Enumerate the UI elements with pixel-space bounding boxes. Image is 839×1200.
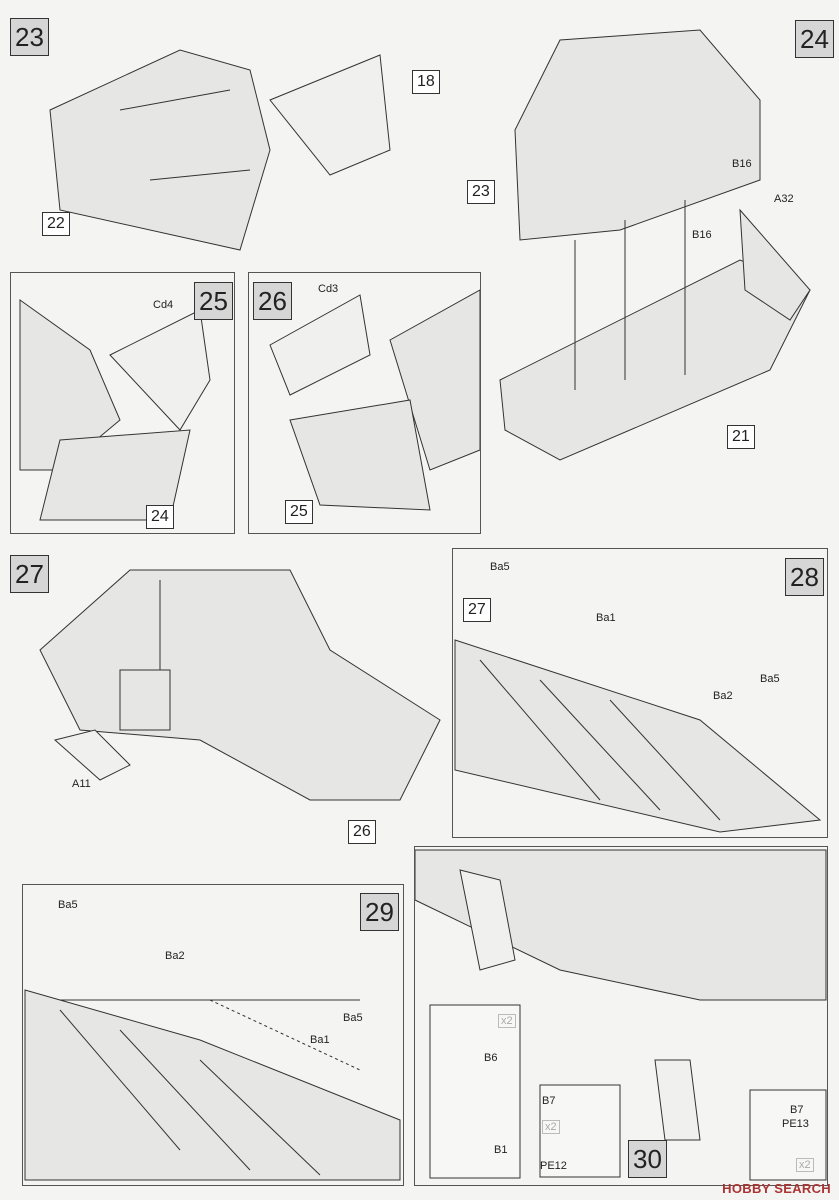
part-label-b7-b: B7	[790, 1104, 804, 1116]
panel-step-25	[10, 272, 235, 534]
watermark: HOBBY SEARCH	[722, 1181, 831, 1196]
step-number-26: 26	[253, 282, 292, 320]
part-label-b16-top: B16	[732, 158, 752, 170]
part-label-18: 18	[412, 70, 440, 94]
part-label-ba5-d: Ba5	[343, 1012, 363, 1024]
part-label-pe13: PE13	[782, 1118, 809, 1130]
quantity-x2-c: x2	[796, 1158, 814, 1172]
part-label-ba1-a: Ba1	[596, 612, 616, 624]
step-number-30: 30	[628, 1140, 667, 1178]
part-label-26: 26	[348, 820, 376, 844]
part-label-a32: A32	[774, 193, 794, 205]
quantity-x2-b: x2	[542, 1120, 560, 1134]
panel-step-28	[452, 548, 828, 838]
part-label-cd3: Cd3	[318, 283, 339, 295]
part-label-pe12: PE12	[540, 1160, 567, 1172]
part-label-27: 27	[463, 598, 491, 622]
part-label-21: 21	[727, 425, 755, 449]
panel-step-29	[22, 884, 404, 1186]
part-label-cd4: Cd4	[153, 299, 174, 311]
part-label-24: 24	[146, 505, 174, 529]
step-number-23: 23	[10, 18, 49, 56]
part-label-ba5-a: Ba5	[490, 561, 510, 573]
part-label-ba5-b: Ba5	[760, 673, 780, 685]
part-label-b6: B6	[484, 1052, 498, 1064]
step-number-29: 29	[360, 893, 399, 931]
step-number-25: 25	[194, 282, 233, 320]
step-number-28: 28	[785, 558, 824, 596]
part-label-b7-a: B7	[542, 1095, 556, 1107]
part-label-ba5-c: Ba5	[58, 899, 78, 911]
part-label-22: 22	[42, 212, 70, 236]
step-number-24: 24	[795, 20, 834, 58]
step-number-27: 27	[10, 555, 49, 593]
part-label-25: 25	[285, 500, 313, 524]
part-label-a11: A11	[72, 778, 91, 790]
panel-step-30	[414, 846, 828, 1186]
part-label-23: 23	[467, 180, 495, 204]
part-label-ba1-b: Ba1	[310, 1034, 330, 1046]
part-label-ba2-b: Ba2	[165, 950, 185, 962]
part-label-ba2-a: Ba2	[713, 690, 733, 702]
part-label-b1: B1	[494, 1144, 508, 1156]
quantity-x2-a: x2	[498, 1014, 516, 1028]
panel-step-26	[248, 272, 481, 534]
part-label-b16-bottom: B16	[692, 229, 712, 241]
